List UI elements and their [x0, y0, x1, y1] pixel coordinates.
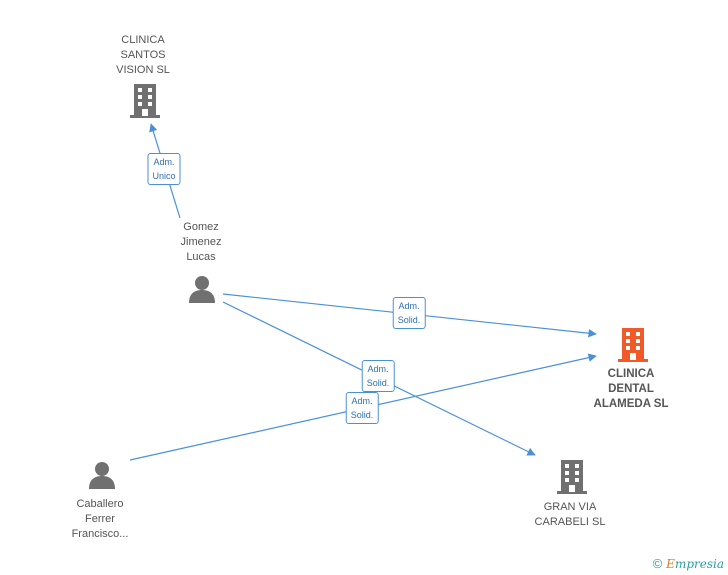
brand-rest: mpresia: [674, 556, 724, 571]
node-label-alameda[interactable]: CLINICA DENTAL ALAMEDA SL: [594, 367, 669, 412]
node-line: Francisco...: [71, 528, 129, 540]
person-icon[interactable]: [188, 275, 216, 303]
node-line: GRAN VIA: [543, 501, 597, 513]
node-line: ALAMEDA SL: [593, 398, 669, 410]
person-icon[interactable]: [88, 461, 116, 489]
node-line: SANTOS: [120, 49, 166, 61]
edge-label-line: Adm.: [367, 364, 389, 374]
node-line: Gomez: [183, 221, 219, 233]
node-line: Caballero: [76, 498, 124, 510]
edge-label-line: Solid.: [366, 378, 390, 388]
node-line: CLINICA: [607, 368, 655, 380]
node-line: VISION SL: [116, 64, 170, 76]
node-label-caballero[interactable]: Caballero Ferrer Francisco...: [72, 497, 129, 542]
node-line: CLINICA: [121, 34, 165, 46]
node-label-gomez[interactable]: Gomez Jimenez Lucas: [181, 220, 222, 265]
node-line: Lucas: [186, 251, 216, 263]
copyright-icon: ©: [652, 556, 663, 571]
building-main-icon[interactable]: [617, 328, 649, 362]
edge-label-adm-unico[interactable]: Adm. Unico: [147, 153, 181, 185]
brand-initial: E: [666, 556, 675, 571]
edge-label-adm-solid[interactable]: Adm. Solid.: [345, 392, 379, 424]
node-line: CARABELI SL: [534, 516, 606, 528]
edge-label-adm-solid[interactable]: Adm. Solid.: [392, 297, 426, 329]
brand-name: Empresia: [666, 557, 724, 571]
footer-brand: © Empresia: [653, 556, 724, 571]
edge-label-line: Adm.: [351, 396, 373, 406]
edge-label-line: Adm.: [153, 157, 175, 167]
edge-label-line: Unico: [152, 171, 176, 181]
node-label-granvia[interactable]: GRAN VIA CARABELI SL: [535, 500, 606, 530]
building-icon[interactable]: [556, 460, 588, 494]
node-line: Jimenez: [180, 236, 222, 248]
edge-label-line: Solid.: [350, 410, 374, 420]
edge-label-line: Solid.: [397, 315, 421, 325]
edge-label-adm-solid[interactable]: Adm. Solid.: [361, 360, 395, 392]
node-line: Ferrer: [85, 513, 115, 525]
node-line: DENTAL: [608, 383, 654, 395]
building-icon[interactable]: [129, 84, 161, 118]
node-label-santos[interactable]: CLINICA SANTOS VISION SL: [116, 33, 170, 78]
edge-label-line: Adm.: [398, 301, 420, 311]
